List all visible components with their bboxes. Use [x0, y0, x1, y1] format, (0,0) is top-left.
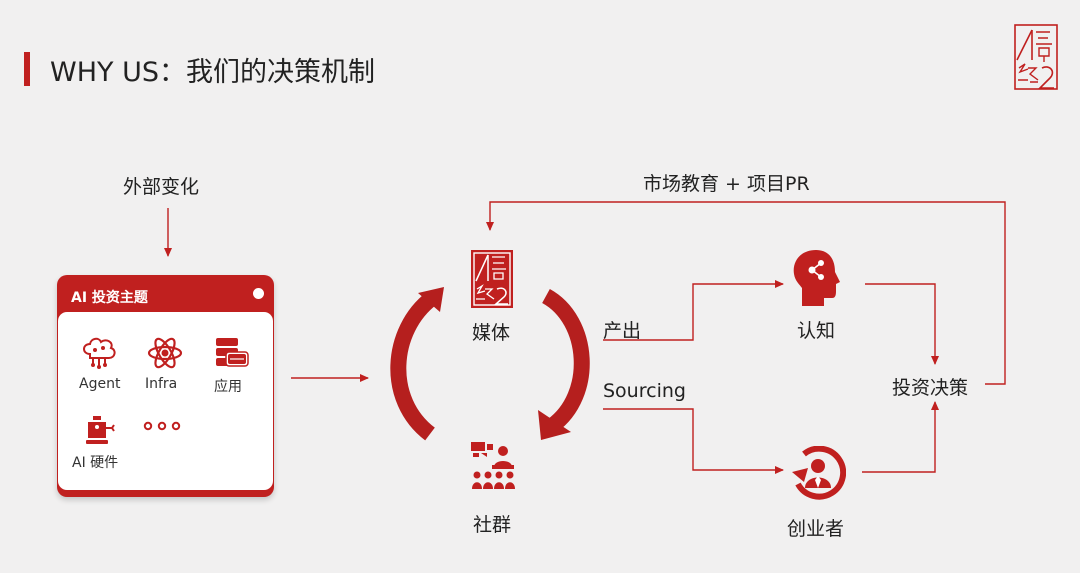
- saas-server-icon: [216, 338, 249, 367]
- title-accent-bar: [24, 52, 30, 86]
- cycle-arc-right-head: [538, 410, 571, 440]
- more-dots-icon: [143, 421, 181, 431]
- robot-icon: [86, 416, 115, 444]
- audience-icon: [471, 442, 515, 489]
- sourcing-connector: [603, 408, 784, 474]
- card-title: AI 投资主题: [71, 290, 148, 306]
- cycle-arc-left-head: [418, 287, 444, 312]
- founder-label: 创业者: [787, 518, 845, 540]
- brain-circuit-icon: [83, 337, 116, 369]
- head-thinking-icon: [793, 250, 840, 306]
- card-body: Agent Infra 应用 AI 硬件: [58, 312, 273, 490]
- ai-investment-theme-card: AI 投资主题 Agent Infra 应用: [57, 275, 274, 497]
- external-change-label: 外部变化: [123, 176, 200, 198]
- founder-to-decision-connector: [862, 401, 939, 473]
- output-label: 产出: [603, 320, 642, 342]
- cognition-to-decision-connector: [865, 283, 939, 365]
- feedback-label: 市场教育 + 项目PR: [643, 173, 810, 195]
- page-title: WHY US：我们的决策机制: [50, 57, 375, 88]
- atom-icon: [147, 337, 183, 369]
- brand-logo-icon: [1014, 24, 1058, 90]
- card-item-label: Infra: [145, 376, 178, 392]
- sourcing-label: Sourcing: [603, 380, 686, 402]
- card-item-label: AI 硬件: [72, 455, 119, 471]
- founder-icon: [792, 446, 846, 500]
- feedback-loop-connector: [486, 201, 1006, 385]
- output-connector: [603, 280, 784, 341]
- community-label: 社群: [473, 514, 512, 536]
- cognition-label: 认知: [797, 320, 836, 342]
- card-item-label: 应用: [214, 379, 242, 395]
- decision-label: 投资决策: [892, 377, 969, 399]
- cycle-arc-right: [541, 288, 590, 433]
- cycle-arc-left: [390, 291, 438, 441]
- media-logo-icon: [471, 250, 513, 308]
- media-label: 媒体: [472, 322, 511, 344]
- card-indicator-dot: [253, 288, 264, 299]
- card-item-label: Agent: [79, 376, 121, 392]
